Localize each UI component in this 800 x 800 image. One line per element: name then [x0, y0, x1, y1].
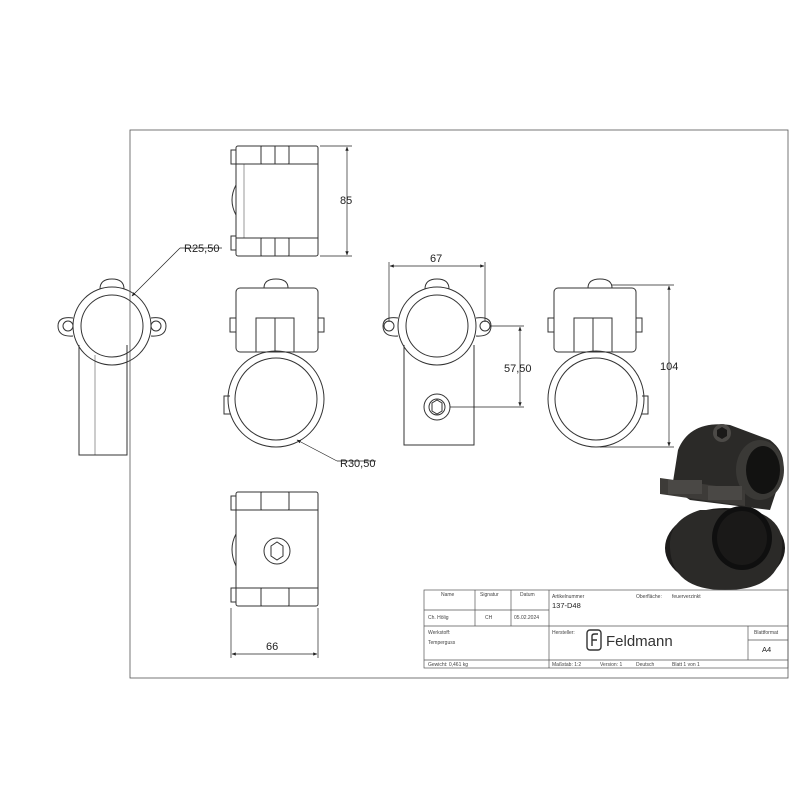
leader-r3050 — [296, 439, 376, 462]
dimension-height-104 — [600, 284, 674, 448]
tb-value-name: Ch. Hölig — [428, 615, 449, 621]
tb-header-name: Name — [441, 592, 455, 598]
dimension-label-r2550: R25,50 — [184, 243, 219, 255]
tb-material-label: Werkstoff: — [428, 630, 450, 636]
tb-value-signature: CH — [485, 615, 493, 621]
dimension-label-66: 66 — [266, 641, 278, 653]
end-view-left — [57, 278, 167, 456]
tb-scale: Maßstab: 1:2 — [552, 662, 581, 668]
dimension-label-5750: 57,50 — [504, 363, 532, 375]
dimension-width-66 — [230, 608, 319, 658]
front-view-center — [223, 278, 325, 448]
tb-manufacturer-label: Hersteller: — [552, 630, 575, 636]
bottom-view — [230, 491, 319, 607]
tb-sheet-format-label: Blattformat — [754, 630, 779, 636]
end-view-right — [382, 278, 492, 446]
tb-weight: Gewicht: 0,461 kg — [428, 662, 468, 668]
title-block — [423, 589, 789, 669]
tb-sheet-format-value: A4 — [762, 645, 771, 654]
tb-value-surface: feuerverzinkt — [672, 594, 701, 600]
dimension-label-67: 67 — [430, 253, 442, 265]
tb-sheet: Blatt 1 von 1 — [672, 662, 700, 668]
tb-brand: Feldmann — [606, 633, 673, 650]
dimension-label-104: 104 — [660, 361, 678, 373]
tb-header-date: Datum — [520, 592, 535, 598]
drawing-frame — [129, 129, 789, 679]
tb-header-article: Artikelnummer — [552, 594, 585, 600]
tb-header-signature: Signatur — [480, 592, 499, 598]
dimension-label-r3050: R30,50 — [340, 458, 375, 470]
feldmann-logo-icon — [586, 629, 602, 651]
tb-header-surface: Oberfläche: — [636, 594, 662, 600]
dimension-height-85 — [320, 145, 352, 257]
tb-value-date: 05.02.2024 — [514, 615, 539, 621]
dimension-center-5750 — [450, 325, 524, 408]
dimension-width-67 — [388, 262, 486, 322]
dimension-label-85: 85 — [340, 195, 352, 207]
front-view-right — [547, 278, 649, 448]
tb-version: Version: 1 — [600, 662, 622, 668]
isometric-part-render — [660, 424, 785, 590]
side-view-top — [230, 145, 319, 257]
tb-language: Deutsch — [636, 662, 655, 668]
leader-r2550 — [131, 247, 222, 297]
tb-material-value: Temperguss — [428, 640, 456, 646]
tb-value-article: 137-D48 — [552, 601, 581, 610]
